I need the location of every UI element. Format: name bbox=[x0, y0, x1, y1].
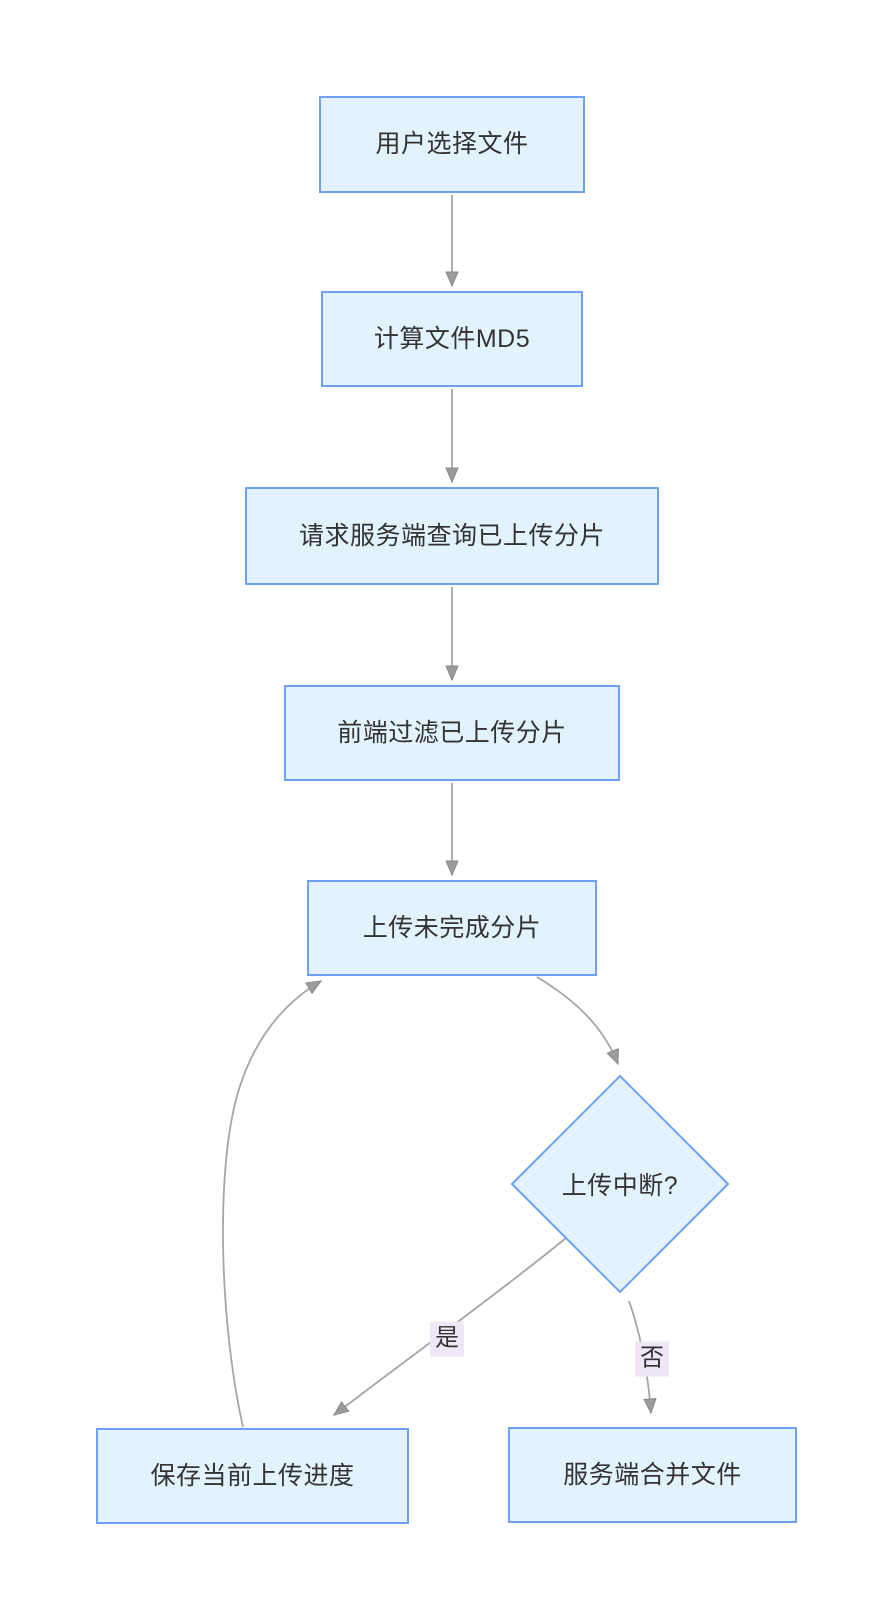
node-user-select-file: 用户选择文件 bbox=[319, 96, 585, 193]
node-server-merge-files: 服务端合并文件 bbox=[508, 1427, 797, 1523]
decision-diamond-shape bbox=[510, 1074, 730, 1294]
node-upload-remaining-chunks-label: 上传未完成分片 bbox=[362, 913, 542, 942]
edge-label-no: 否 bbox=[635, 1341, 669, 1377]
node-user-select-file-label: 用户选择文件 bbox=[375, 130, 529, 159]
edge-label-yes: 是 bbox=[430, 1321, 464, 1357]
node-save-upload-progress: 保存当前上传进度 bbox=[96, 1428, 409, 1524]
node-query-uploaded-chunks: 请求服务端查询已上传分片 bbox=[245, 487, 659, 585]
node-query-uploaded-chunks-label: 请求服务端查询已上传分片 bbox=[298, 521, 605, 550]
node-filter-uploaded-chunks: 前端过滤已上传分片 bbox=[284, 685, 620, 781]
node-calc-file-md5-label: 计算文件MD5 bbox=[373, 324, 531, 353]
edge-save-loop-to-upload bbox=[222, 980, 323, 1428]
node-calc-file-md5: 计算文件MD5 bbox=[321, 291, 583, 387]
edge-upload-to-decision bbox=[536, 976, 619, 1066]
node-save-upload-progress-label: 保存当前上传进度 bbox=[150, 1461, 355, 1490]
decision-upload-interrupted-label: 上传中断? bbox=[561, 1172, 679, 1200]
node-upload-remaining-chunks: 上传未完成分片 bbox=[307, 880, 597, 976]
node-server-merge-files-label: 服务端合并文件 bbox=[563, 1460, 742, 1489]
node-filter-uploaded-chunks-label: 前端过滤已上传分片 bbox=[337, 718, 567, 747]
